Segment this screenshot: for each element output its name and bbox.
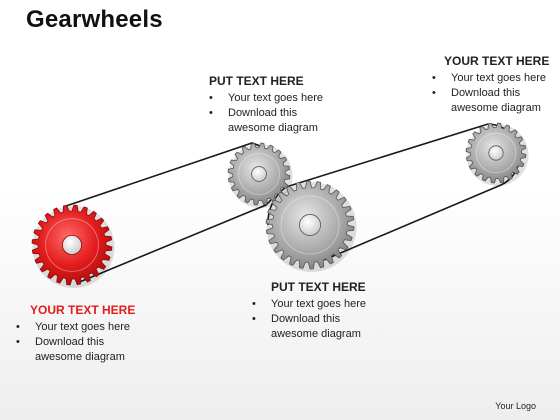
callout-bullet: •Download this awesome diagram bbox=[252, 313, 361, 340]
callout-top-middle: PUT TEXT HERE •Your text goes here •Down… bbox=[209, 74, 329, 136]
callout-bullet: •Download this awesome diagram bbox=[16, 336, 125, 363]
callout-heading: YOUR TEXT HERE bbox=[444, 54, 550, 68]
callout-heading: PUT TEXT HERE bbox=[271, 280, 366, 294]
callout-bottom-middle: PUT TEXT HERE •Your text goes here •Down… bbox=[252, 280, 382, 342]
callout-top-right: YOUR TEXT HERE •Your text goes here •Dow… bbox=[432, 54, 552, 116]
logo-text: Your Logo bbox=[495, 401, 536, 411]
callout-bullet: •Your text goes here bbox=[16, 321, 130, 333]
callout-bullet: •Download this awesome diagram bbox=[432, 87, 541, 114]
callout-heading: PUT TEXT HERE bbox=[209, 74, 304, 88]
slide-title: Gearwheels bbox=[26, 6, 163, 33]
red-gear-icon bbox=[31, 204, 115, 288]
callout-bullet: •Download this awesome diagram bbox=[209, 107, 318, 134]
callout-bullet: •Your text goes here bbox=[432, 72, 546, 84]
large-gray-gear-icon bbox=[265, 180, 357, 272]
small-gray-gear-icon bbox=[227, 142, 293, 208]
right-gray-gear-icon bbox=[465, 122, 529, 186]
callout-heading: YOUR TEXT HERE bbox=[30, 303, 136, 317]
callout-bullet: •Your text goes here bbox=[209, 92, 323, 104]
callout-bullet: •Your text goes here bbox=[252, 298, 366, 310]
callout-bottom-left: YOUR TEXT HERE •Your text goes here •Dow… bbox=[16, 303, 146, 365]
